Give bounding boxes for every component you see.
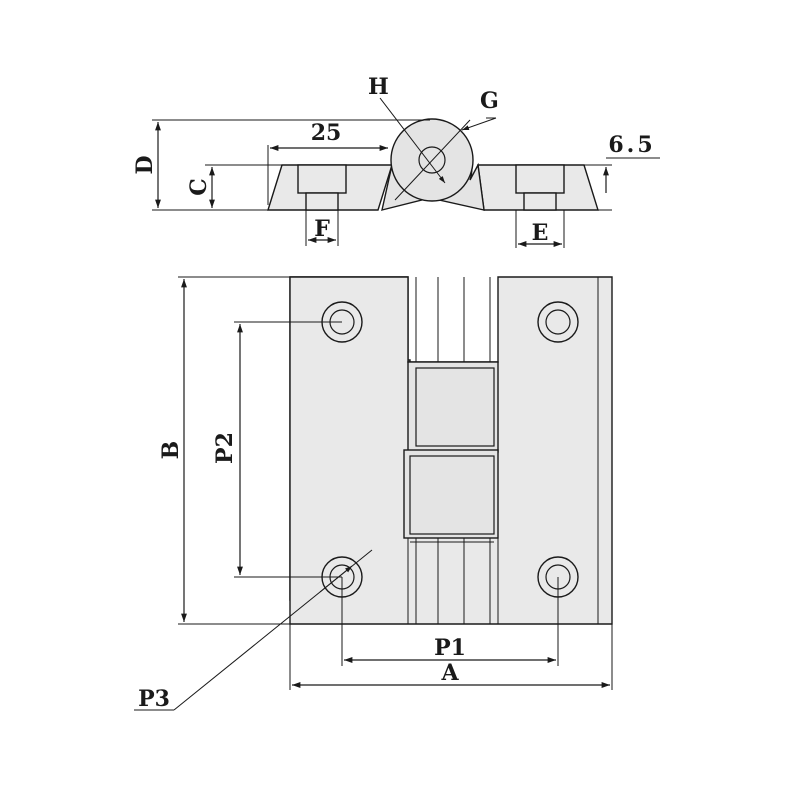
label-d: D [132,155,158,174]
g-leader [461,117,497,131]
label-b: B [158,441,184,460]
p3-arrow-a [319,565,353,593]
front-view [134,276,613,711]
h-diagonal [394,119,471,201]
side-bolt-left [305,192,339,211]
label-p3: P3 [138,686,170,712]
hole-top-right-inner [545,309,571,335]
label-p1: P1 [434,635,466,661]
hole-top-right-outer [537,301,579,343]
knuckle-segment-middle [407,361,499,453]
label-a: A [440,660,459,686]
side-counterbore-left [297,164,347,194]
side-bolt-right [523,192,557,211]
side-counterbore-right [515,164,565,194]
knuckle-segment-middle-inner [415,367,495,447]
side-pin-hole [418,146,446,174]
label-p2: P2 [212,432,238,464]
label-h: H [368,74,389,100]
label-c: C [186,178,212,196]
knuckle-segment-lower [403,449,499,539]
label-e: E [532,220,549,246]
knuckle-segment-lower-inner [409,455,495,535]
label-f: F [314,216,330,242]
label-25: 25 [311,120,342,146]
side-view [152,97,660,248]
label-6-5: 6.5 [608,132,655,158]
h-leader [379,97,446,184]
label-g: G [480,88,499,114]
